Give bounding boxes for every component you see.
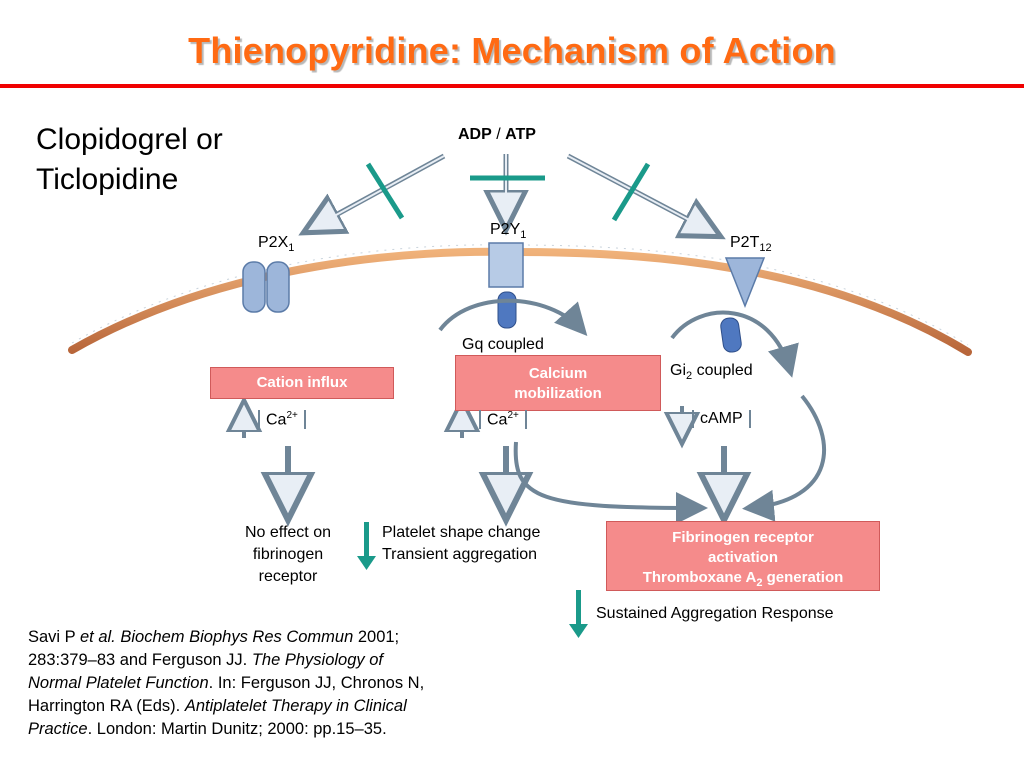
citation-line-1: Savi P et al. Biochem Biophys Res Commun… — [28, 626, 528, 649]
fib-line-1: Fibrinogen receptor — [672, 529, 814, 546]
calcium-line-1: Calcium — [528, 365, 588, 382]
calcium-mobilization-box: Calcium mobilization — [455, 355, 661, 411]
cite-p1: Savi P — [28, 628, 80, 646]
p2y-sub: 1 — [520, 229, 527, 242]
citation-line-5: Practice. London: Martin Dunitz; 2000: p… — [28, 718, 528, 741]
p2x-receptor — [242, 261, 290, 313]
gq-coupled-label: Gq coupled — [462, 336, 544, 353]
drug-line-2: Ticlopidine — [36, 163, 179, 196]
p2y-receptor — [488, 242, 524, 329]
p2t-sub: 12 — [759, 242, 772, 255]
fibrinogen-receptor-box: Fibrinogen receptor activation Thromboxa… — [606, 521, 880, 591]
ca-left-sup: 2+ — [286, 410, 298, 421]
gi-base: Gi — [670, 362, 686, 379]
p2x-base: P2X — [258, 234, 289, 251]
citation-line-2: 283:379–83 and Ferguson JJ. The Physiolo… — [28, 649, 528, 672]
ligand-label: ADP / ATP — [458, 126, 536, 144]
cite-i2: The Physiology of — [251, 651, 383, 669]
p2y-label: P2Y1 — [490, 221, 526, 241]
p2x-label: P2X1 — [258, 234, 294, 254]
no-effect-line-2: fibrinogen — [252, 546, 324, 563]
membrane-fringe — [71, 244, 969, 346]
gi-rest: coupled — [692, 362, 753, 379]
cite-p4: . In: Ferguson JJ, Chronos N, — [208, 674, 425, 692]
ca-left-label: Ca2+ — [258, 410, 306, 430]
atp-label: ATP — [505, 126, 536, 143]
cation-influx-box: Cation influx — [210, 367, 394, 399]
teal-arrow-shape — [357, 522, 376, 570]
citation-line-3: Normal Platelet Function. In: Ferguson J… — [28, 672, 528, 695]
fib-line-3a: Thromboxane A — [642, 569, 757, 586]
no-effect-line-1: No effect on — [245, 524, 331, 541]
p2x-sub: 1 — [288, 242, 295, 255]
shape-line-2: Transient aggregation — [382, 546, 538, 563]
slide-title: Thienopyridine: Mechanism of Action — [188, 30, 836, 71]
drug-line-1: Clopidogrel or — [36, 123, 223, 156]
gi-coupled-label: Gi2 coupled — [670, 362, 753, 382]
camp-label: cAMP — [692, 410, 751, 428]
arrow-ca-to-fibrinogen — [513, 441, 708, 524]
p2t-receptor — [720, 257, 766, 353]
drug-label: Clopidogrel or Ticlopidine — [36, 120, 223, 200]
fib-line-3: Thromboxane A2 generation — [607, 568, 879, 593]
calcium-line-2: mobilization — [514, 385, 602, 402]
no-effect-line-3: receptor — [258, 568, 318, 585]
cite-p2: 2001; — [353, 628, 400, 646]
ca-mid-label: Ca2+ — [479, 410, 527, 430]
gi-arc — [670, 310, 799, 378]
cite-i4: Antiplatelet Therapy in Clinical — [184, 697, 407, 715]
cite-i1: et al. Biochem Biophys Res Commun — [79, 628, 354, 646]
p2y-base: P2Y — [490, 221, 521, 238]
teal-arrow-sustained — [569, 590, 588, 638]
arrow-to-p2t-inner — [567, 155, 709, 231]
cite-p3: 283:379–83 and Ferguson JJ. — [28, 651, 252, 669]
cite-i5: Practice — [28, 720, 88, 738]
sustained-aggregation-text: Sustained Aggregation Response — [596, 605, 834, 622]
cite-i3: Normal Platelet Function — [28, 674, 209, 692]
ca-mid-base: Ca — [487, 411, 508, 429]
adp-label: ADP — [458, 126, 492, 143]
block-mark-p2x — [365, 162, 405, 220]
fib-line-3b: generation — [762, 569, 844, 586]
title-rule — [0, 84, 1024, 88]
no-effect-text: No effect on fibrinogen receptor — [218, 522, 358, 588]
p2t-base: P2T — [730, 234, 760, 251]
citation-line-4: Harrington RA (Eds). Antiplatelet Therap… — [28, 695, 528, 718]
cite-p5: Harrington RA (Eds). — [28, 697, 185, 715]
gq-arc — [438, 298, 588, 336]
fib-line-2: activation — [707, 549, 779, 566]
citation: Savi P et al. Biochem Biophys Res Commun… — [28, 626, 528, 741]
cite-p6: . London: Martin Dunitz; 2000: pp.15–35. — [87, 720, 387, 738]
p2t-label: P2T12 — [730, 234, 772, 254]
shape-change-text: Platelet shape change Transient aggregat… — [382, 522, 540, 566]
ligand-separator: / — [491, 126, 506, 143]
fib-line-3-sub: 2 — [756, 577, 763, 589]
arrow-to-p2x-inner — [315, 155, 445, 227]
shape-line-1: Platelet shape change — [382, 524, 541, 541]
arrow-gi-to-fibrinogen — [742, 394, 827, 522]
gi-sub: 2 — [686, 370, 693, 383]
ca-left-base: Ca — [266, 411, 287, 429]
block-mark-p2t — [611, 162, 651, 222]
ca-mid-sup: 2+ — [507, 410, 519, 421]
